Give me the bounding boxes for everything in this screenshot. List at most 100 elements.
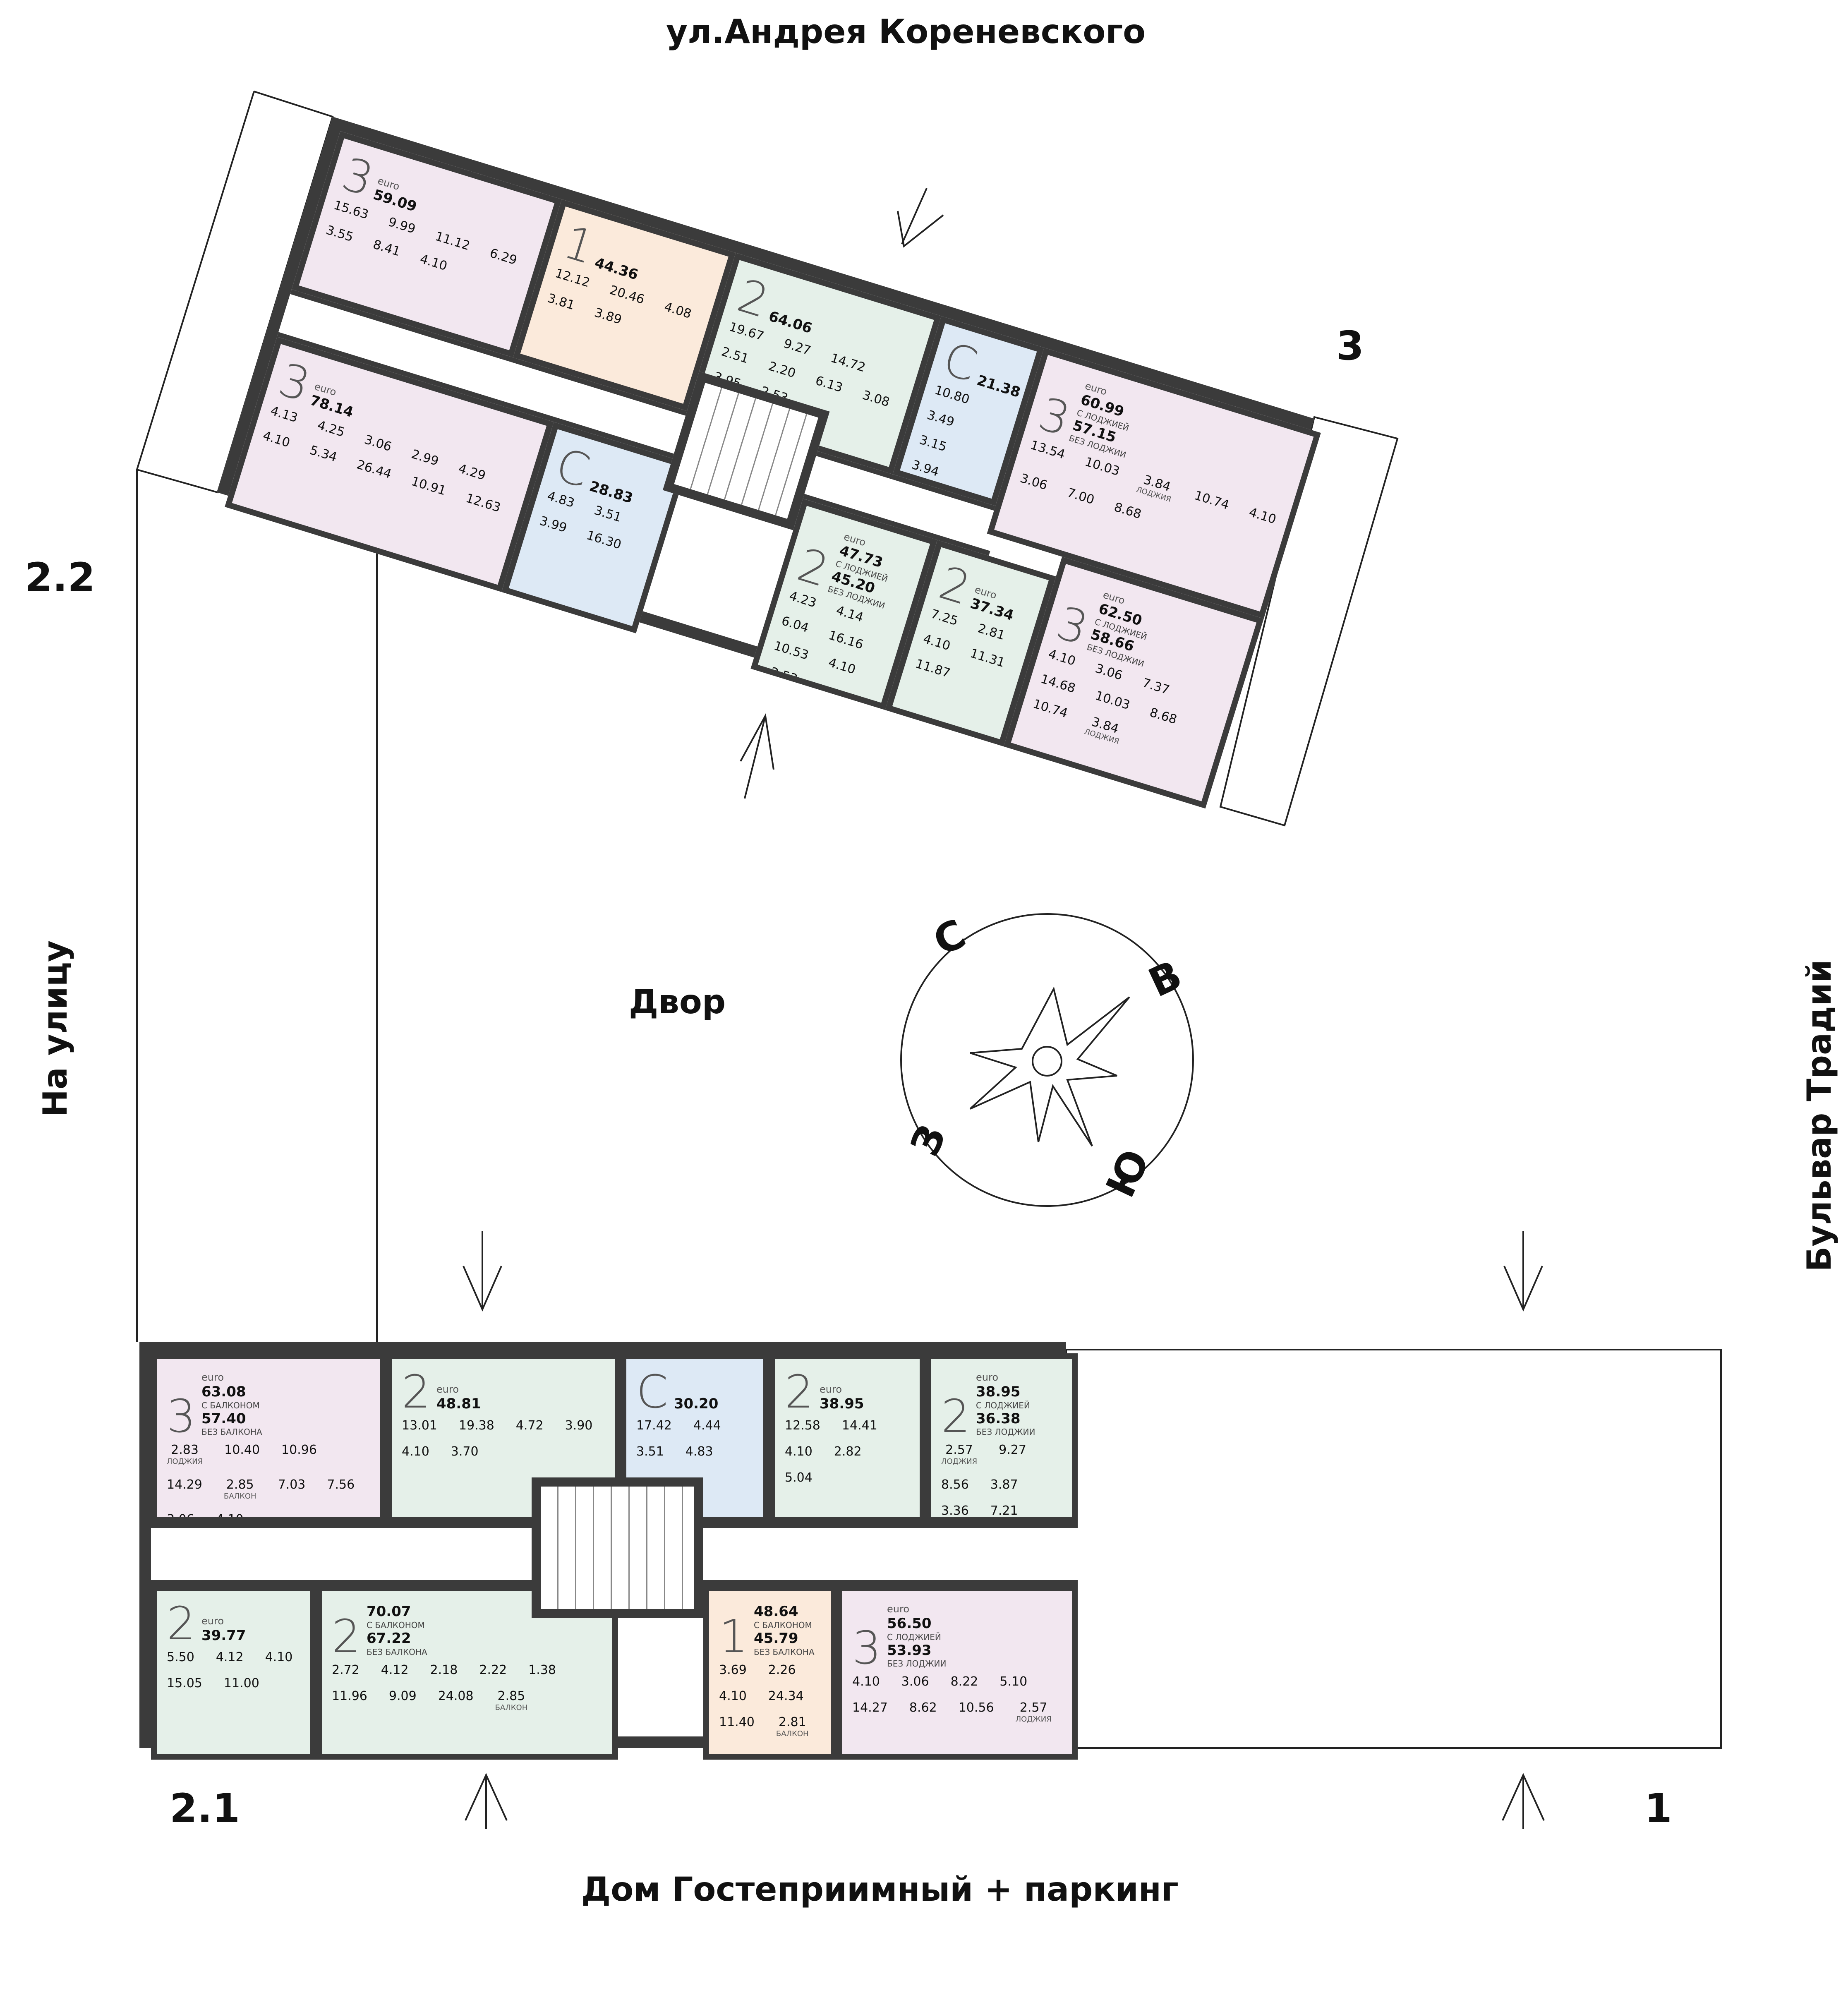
room-area: 8.56 xyxy=(941,1477,969,1492)
room-area-value: 2.18 xyxy=(430,1662,458,1677)
room-area-value: 4.12 xyxy=(381,1662,409,1677)
room-area-value: 26.44 xyxy=(355,457,393,482)
room-area-value: 4.10 xyxy=(265,1650,293,1664)
room-area: 2.81 xyxy=(976,621,1007,643)
room-area: 3.06 xyxy=(1093,661,1124,683)
room-area-value: 9.99 xyxy=(386,214,417,237)
street-label-top: ул.Андрея Кореневского xyxy=(666,12,1146,51)
room-area-value: 4.10 xyxy=(719,1688,747,1703)
room-area-value: 4.10 xyxy=(785,1444,813,1459)
room-area-value: 7.56 xyxy=(327,1477,355,1492)
room-area: 3.06 xyxy=(1019,471,1049,493)
room-area-value: 6.29 xyxy=(488,246,519,268)
room-area-value: 3.89 xyxy=(592,305,623,328)
room-area: 10.56 xyxy=(959,1700,994,1724)
room-area: 15.05 xyxy=(167,1676,202,1691)
section-label-2-2: 2.2 xyxy=(25,554,96,601)
apartment-type: С xyxy=(937,332,983,392)
room-area: 3.90 xyxy=(565,1418,593,1433)
apartment-type: 2 xyxy=(731,269,775,328)
apartment-euro: euro xyxy=(976,1372,998,1383)
room-area-value: 8.68 xyxy=(1148,705,1179,727)
room-area: 26.44 xyxy=(355,457,393,482)
room-area: 11.31 xyxy=(968,646,1007,670)
apartment-euro: euro xyxy=(436,1384,459,1396)
room-area: 3.87 xyxy=(990,1477,1018,1492)
room-area: 10.91 xyxy=(410,474,448,499)
room-area: 5.10 xyxy=(1000,1674,1027,1689)
room-area: 4.08 xyxy=(662,300,693,321)
room-area-value: 6.13 xyxy=(813,373,844,396)
room-area: 7.37 xyxy=(1141,676,1171,698)
room-area: 7.56 xyxy=(327,1477,355,1501)
room-area-value: 2.99 xyxy=(410,447,441,469)
apartment-type: 3 xyxy=(336,147,380,206)
room-area: 20.46 xyxy=(608,283,646,307)
room-area-value: 15.05 xyxy=(167,1676,202,1691)
room-area: 9.27 xyxy=(999,1443,1026,1466)
room-area: 24.08 xyxy=(438,1689,474,1712)
room-area: 4.29 xyxy=(457,461,487,483)
apartment-type: 1 xyxy=(557,215,601,275)
room-area: 8.68 xyxy=(1148,705,1179,727)
room-area-value: 9.27 xyxy=(781,336,813,358)
room-area-value: 2.81 xyxy=(778,1715,806,1729)
room-area: 4.12 xyxy=(216,1650,244,1664)
room-area: 3.06 xyxy=(167,1512,194,1517)
room-area-value: 7.37 xyxy=(1140,676,1171,698)
apartment-type: 3 xyxy=(1050,596,1094,656)
room-area: 9.99 xyxy=(386,215,417,237)
room-type-label: БАЛКОН xyxy=(223,1492,256,1501)
room-area-value: 3.55 xyxy=(324,223,355,245)
apartment-type: С xyxy=(636,1365,668,1418)
room-area-value: 10.56 xyxy=(958,1700,994,1715)
room-area-value: 10.53 xyxy=(772,638,810,663)
room-area-value: 4.10 xyxy=(826,655,858,678)
room-area: 1.38 xyxy=(528,1663,556,1677)
room-area-value: 4.83 xyxy=(685,1444,713,1459)
room-area: 3.49 xyxy=(925,408,956,429)
room-area-value: 7.00 xyxy=(1065,485,1096,508)
room-area: 14.68 xyxy=(1039,672,1077,696)
room-area: 10.53 xyxy=(772,639,810,663)
room-area-value: 2.85 xyxy=(226,1477,254,1492)
room-area-value: 6.04 xyxy=(779,614,810,636)
room-area-value: 3.87 xyxy=(990,1477,1018,1492)
apartment-note1: С БАЛКОНОМ xyxy=(754,1620,812,1630)
room-area: 3.06 xyxy=(363,432,393,454)
room-area: 9.09 xyxy=(389,1689,417,1712)
apartment-type: 2 xyxy=(791,538,835,597)
room-area-value: 4.14 xyxy=(834,603,865,626)
room-area-value: 3.49 xyxy=(925,408,956,430)
room-area: 3.51 xyxy=(592,503,623,525)
entrance-arrow-icon xyxy=(465,1773,508,1829)
room-area: 3.99 xyxy=(538,513,568,535)
room-area: 7.21 xyxy=(990,1504,1018,1518)
room-area: 3.55 xyxy=(324,223,355,245)
room-area-value: 7.21 xyxy=(990,1504,1018,1518)
apartment-type: 3 xyxy=(167,1390,196,1443)
apartment-type: 2 xyxy=(332,1609,361,1663)
apartment-type: 1 xyxy=(719,1609,748,1663)
room-area-value: 24.08 xyxy=(438,1688,474,1703)
